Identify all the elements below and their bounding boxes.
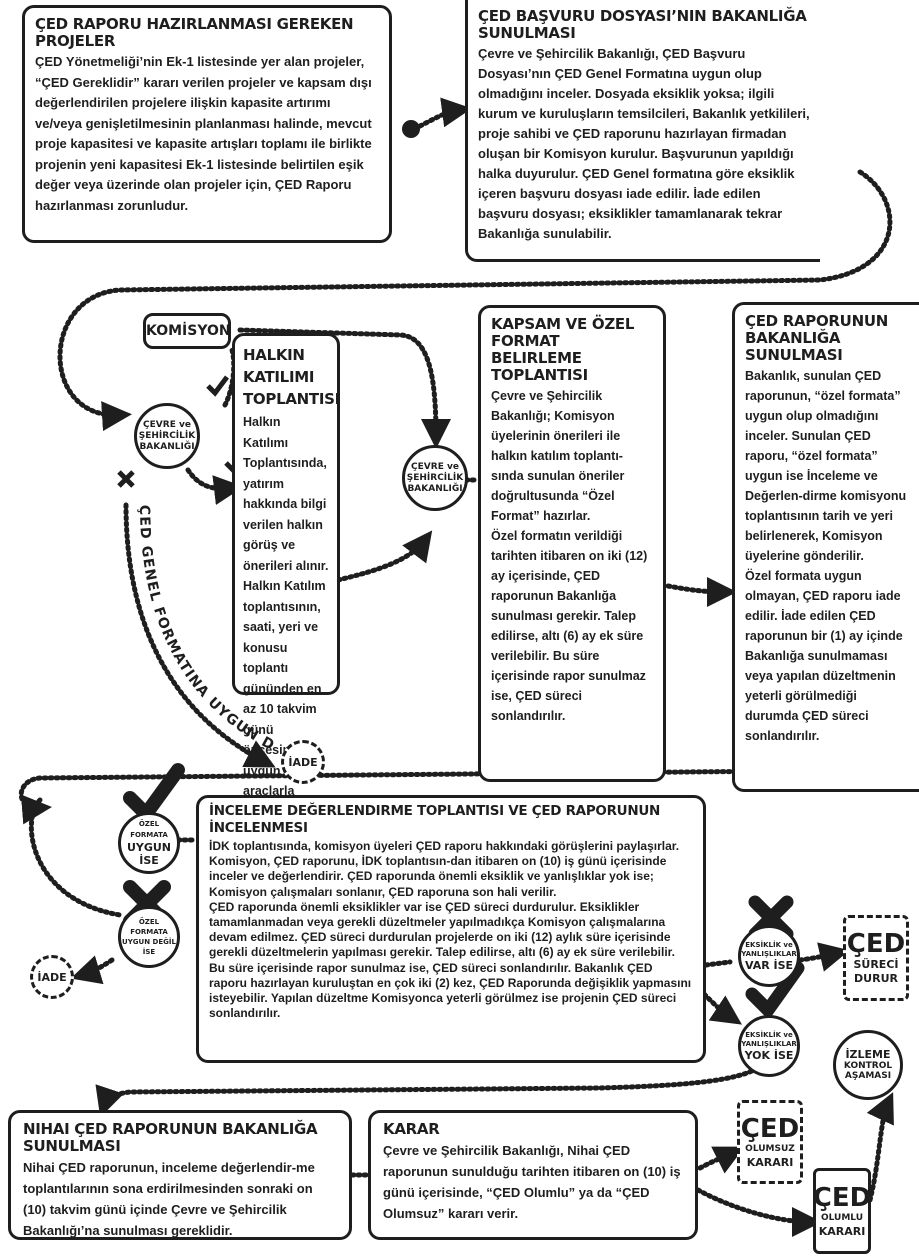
basvuru-text: Çevre ve Şehircilik Bakanlığı, ÇED Başvu… — [478, 46, 810, 241]
connector-start — [417, 97, 472, 129]
connector-olumlu-to-izleme — [866, 1092, 894, 1203]
inceleme-box: İnceleme Değerlendirme Toplantısı ve ÇED… — [196, 795, 706, 1063]
ced-gerekli-text: ÇED Yönetmeliği’nin Ek-1 listesinde yer … — [35, 54, 372, 213]
durur-line3: DURUR — [854, 972, 898, 985]
ozel-formata-uygun-node: ÖZEL FORMATA UYGUN İSE — [118, 812, 180, 874]
durur-line1: ÇED — [846, 929, 906, 959]
olumsuz-line2: OLUMSUZ — [745, 1143, 795, 1154]
ced-sureci-durur-node: ÇED SÜRECİ DURUR — [843, 915, 909, 1001]
kapsam-title: Kapsam ve Özel Format Belirleme Toplantı… — [491, 315, 635, 384]
inceleme-text-1: İDK toplantısında, komisyon üyeleri ÇED … — [209, 839, 680, 899]
olumlu-line1: ÇED — [812, 1182, 872, 1213]
ozel-degil-line2: UYGUN DEĞİL İSE — [122, 938, 176, 956]
karar-text: Çevre ve Şehircilik Bakanlığı, Nihai ÇED… — [383, 1143, 681, 1221]
connector-halkin-to-cevre2 — [335, 530, 433, 583]
connector-karar-to-olumlu — [695, 1187, 822, 1237]
eksik-var-line2: YANLIŞLIKLAR — [741, 949, 797, 958]
sunulmasi-text-1: Bakanlık, sunulan ÇED raporunun, “özel f… — [745, 369, 907, 563]
kapsam-box: Kapsam ve Özel Format Belirleme Toplantı… — [478, 305, 666, 782]
connector-sunulmasi-to-ozel — [18, 767, 901, 825]
inceleme-text: İDK toplantısında, komisyon üyeleri ÇED … — [209, 839, 693, 1021]
eksik-yok-line3: YOK İSE — [744, 1048, 794, 1062]
izleme-line2: KONTROL — [843, 1061, 893, 1071]
komisyon-label: KOMİSYON — [146, 323, 231, 339]
komisyon-node: KOMİSYON — [143, 313, 231, 349]
izleme-kontrol-node: İZLEME KONTROL AŞAMASI — [833, 1030, 903, 1100]
cross-icon — [117, 470, 135, 488]
olumsuz-line3: KARARI — [746, 1155, 794, 1169]
cevre2-line1: ÇEVRE ve — [411, 461, 459, 472]
cevre1-line1: ÇEVRE ve — [143, 419, 191, 430]
connector-komisyon-to-cevre2 — [237, 327, 451, 449]
sunulmasi-box: ÇED Raporunun Bakanlığa Sunulması Bakanl… — [732, 302, 919, 792]
ced-olumsuz-karari-node: ÇED OLUMSUZ KARARI — [737, 1100, 803, 1184]
connector-to-ozel-degil — [28, 797, 123, 918]
connector-kapsam-to-sunulmasi — [665, 576, 737, 607]
karar-title: Karar — [383, 1120, 440, 1138]
iade1-label: İADE — [288, 755, 318, 769]
cevre2-line2: ŞEHİRCİLİK — [406, 472, 464, 483]
ced-gerekli-box: ÇED Raporu Hazırlanması Gereken Projeler… — [22, 5, 392, 243]
cevre-bakanligi-node-2: ÇEVRE ve ŞEHİRCİLİK BAKANLIĞI — [402, 445, 468, 511]
inceleme-title: İnceleme Değerlendirme Toplantısı ve ÇED… — [209, 803, 661, 836]
connector-basvuru-to-cevre — [57, 169, 893, 432]
olumlu-line3: KARARI — [818, 1224, 866, 1238]
halkin-box: Halkın Katılımı Toplantısı Halkın Katılı… — [232, 333, 340, 819]
ozel-uygun-line2: UYGUN İSE — [126, 841, 172, 867]
izleme-line1: İZLEME — [845, 1048, 891, 1061]
nihai-text: Nihai ÇED raporunun, inceleme değerlendi… — [23, 1160, 315, 1238]
eksiklik-yok-node: EKSİKLİK ve YANLIŞLIKLAR YOK İSE — [738, 1015, 800, 1077]
eksik-var-line3: VAR İSE — [744, 958, 794, 972]
connector-cevre-to-halkin — [185, 467, 244, 505]
halkin-title: Halkın Katılımı Toplantısı — [243, 346, 340, 408]
karar-box: Karar Çevre ve Şehircilik Bakanlığı, Nih… — [368, 1110, 698, 1240]
eksik-yok-line2: YANLIŞLIKLAR — [741, 1039, 797, 1048]
inceleme-text-2: ÇED raporunda önemli eksiklikler var ise… — [209, 899, 692, 1021]
ced-gerekli-title: ÇED Raporu Hazırlanması Gereken Projeler — [35, 15, 354, 50]
ced-olumlu-karari-node: ÇED OLUMLU KARARI — [813, 1168, 871, 1254]
ozel-uygun-line1: ÖZEL FORMATA — [130, 820, 168, 839]
ozel-degil-line1: ÖZEL FORMATA — [130, 918, 168, 936]
sunulmasi-title: ÇED Raporunun Bakanlığa Sunulması — [745, 312, 888, 364]
sunulmasi-text-2: Özel formata uygun olmayan, ÇED raporu i… — [745, 569, 903, 743]
sunulmasi-text: Bakanlık, sunulan ÇED raporunun, “özel f… — [745, 366, 913, 746]
izleme-line3: AŞAMASI — [844, 1071, 892, 1081]
iade2-label: İADE — [37, 970, 67, 984]
connector-ozel-degil-to-iade — [70, 955, 115, 985]
kapsam-text: Çevre ve Şehircilik Bakanlığı; Komisyon … — [491, 386, 653, 726]
cevre2-line3: BAKANLIĞI — [407, 483, 463, 494]
olumlu-line2: OLUMLU — [820, 1212, 864, 1223]
connector-var-to-durur — [797, 942, 850, 972]
basvuru-title: ÇED Başvuru Dosyası’nın Bakanlığa Sunulm… — [478, 7, 807, 42]
eksik-yok-line1: EKSİKLİK ve — [745, 1030, 793, 1039]
nihai-title: Nihai ÇED Raporunun Bakanlığa Sunulması — [23, 1120, 318, 1155]
cevre1-line2: ŞEHİRCİLİK — [138, 430, 196, 441]
big-check-icon — [745, 961, 805, 1021]
cevre-bakanligi-node: ÇEVRE ve ŞEHİRCİLİK BAKANLIĞI — [134, 403, 200, 469]
connector-to-iade — [123, 502, 276, 768]
iade-node-1: İADE — [281, 740, 325, 784]
eksiklik-var-node: EKSİKLİK ve YANLIŞLIKLAR VAR İSE — [738, 925, 800, 987]
ozel-formata-uygun-degil-node: ÖZEL FORMATA UYGUN DEĞİL İSE — [118, 906, 180, 968]
iade-node-2: İADE — [30, 955, 74, 999]
start-dot — [402, 120, 420, 138]
durur-line2: SÜRECİ — [853, 958, 899, 971]
olumsuz-line1: ÇED — [740, 1113, 800, 1144]
cevre1-line3: BAKANLIĞI — [139, 441, 195, 452]
kapsam-text-2: Özel formatın verildiği tarihten itibare… — [491, 529, 648, 723]
eksik-var-line1: EKSİKLİK ve — [745, 940, 793, 949]
connector-inceleme-to-var — [703, 959, 733, 968]
kapsam-text-1: Çevre ve Şehircilik Bakanlığı; Komisyon … — [491, 389, 625, 523]
basvuru-box: ÇED Başvuru Dosyası’nın Bakanlığa Sunulm… — [465, 0, 820, 262]
connector-karar-to-olumsuz — [697, 1146, 745, 1174]
check-icon — [206, 375, 229, 397]
nihai-box: Nihai ÇED Raporunun Bakanlığa Sunulması … — [8, 1110, 352, 1240]
